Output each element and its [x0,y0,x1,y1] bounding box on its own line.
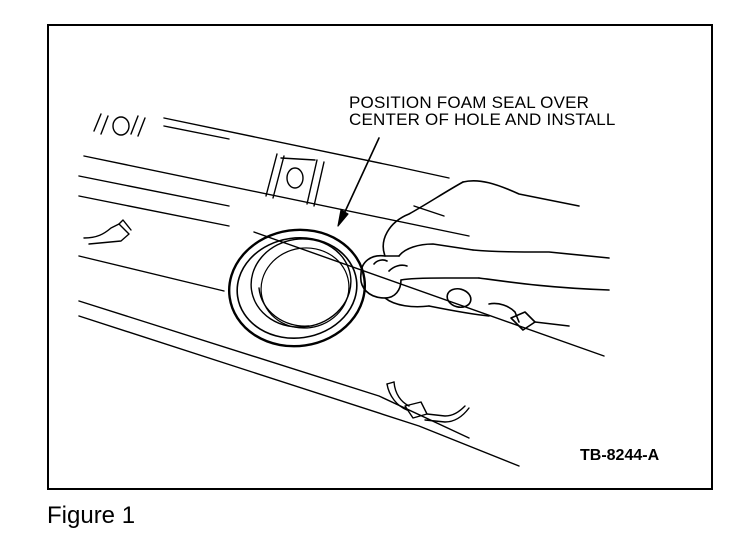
callout-line-2: CENTER OF HOLE AND INSTALL [349,110,616,129]
figure-frame: POSITION FOAM SEAL OVER CENTER OF HOLE A… [47,24,713,490]
callout-text: POSITION FOAM SEAL OVER CENTER OF HOLE A… [349,94,616,128]
reference-code: TB-8244-A [580,447,660,464]
center-clip [265,153,325,207]
foam-seal [227,228,367,348]
leader-arrow [337,137,380,227]
left-bracket [83,219,132,245]
top-left-clip [93,113,146,137]
figure-caption: Figure 1 [47,502,136,529]
callout-line-1: POSITION FOAM SEAL OVER [349,93,590,112]
illustration [78,113,610,467]
panel-lines [78,117,605,467]
lower-clip [386,381,470,423]
hand [360,179,610,331]
